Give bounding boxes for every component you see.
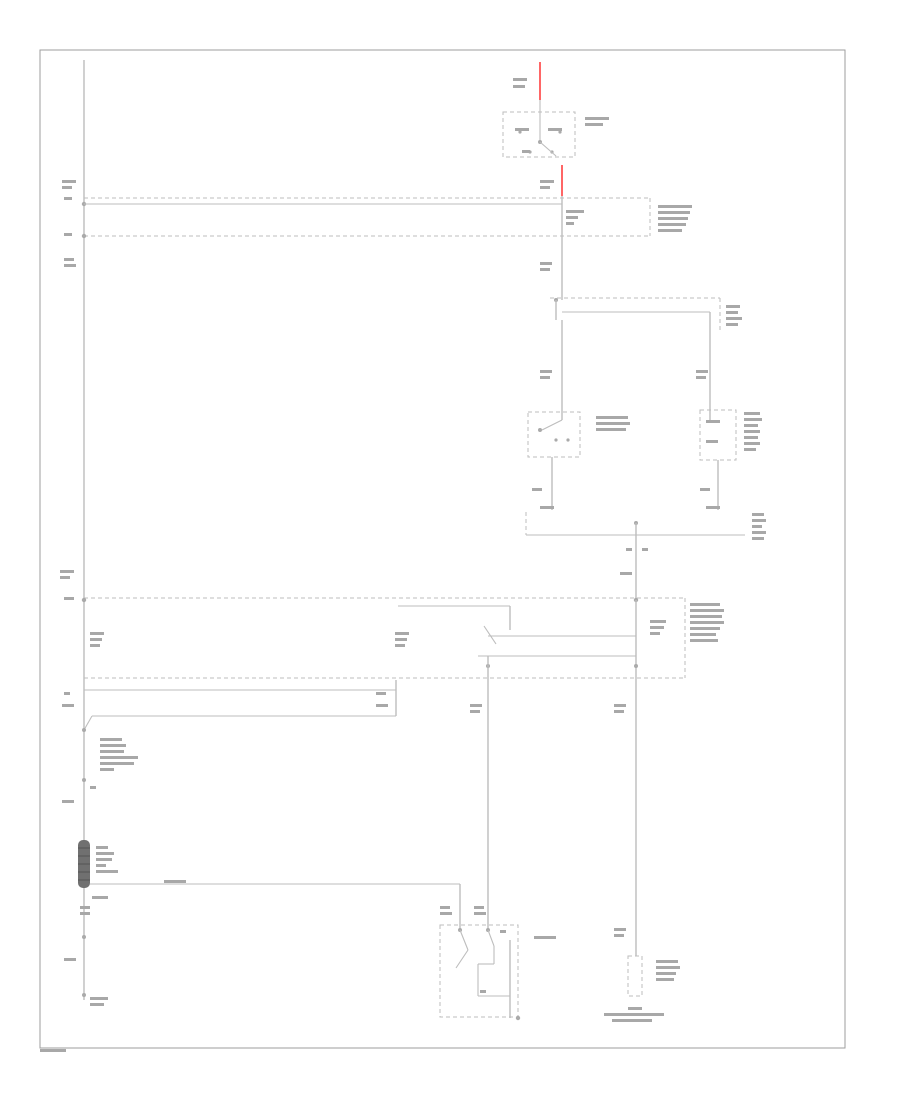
starter-motor (439, 700, 556, 1021)
diagram-frame (39, 49, 846, 1049)
clutch-start-switch (527, 411, 630, 510)
starter-coil (78, 840, 118, 888)
left-branch-wiring (62, 680, 626, 803)
right-lower-switch (604, 700, 680, 1022)
upper-junction-block (81, 196, 692, 300)
page-code-mark (40, 1049, 66, 1052)
top-left-labels (62, 78, 554, 267)
ignition-switch (502, 100, 609, 158)
relay-ground-bus (525, 512, 766, 600)
battery-ground (64, 906, 108, 1006)
upper-relay (540, 297, 742, 420)
coil-to-starter-wire (90, 880, 461, 930)
lower-junction-block (60, 570, 724, 700)
park-neutral-sensor (699, 409, 762, 510)
